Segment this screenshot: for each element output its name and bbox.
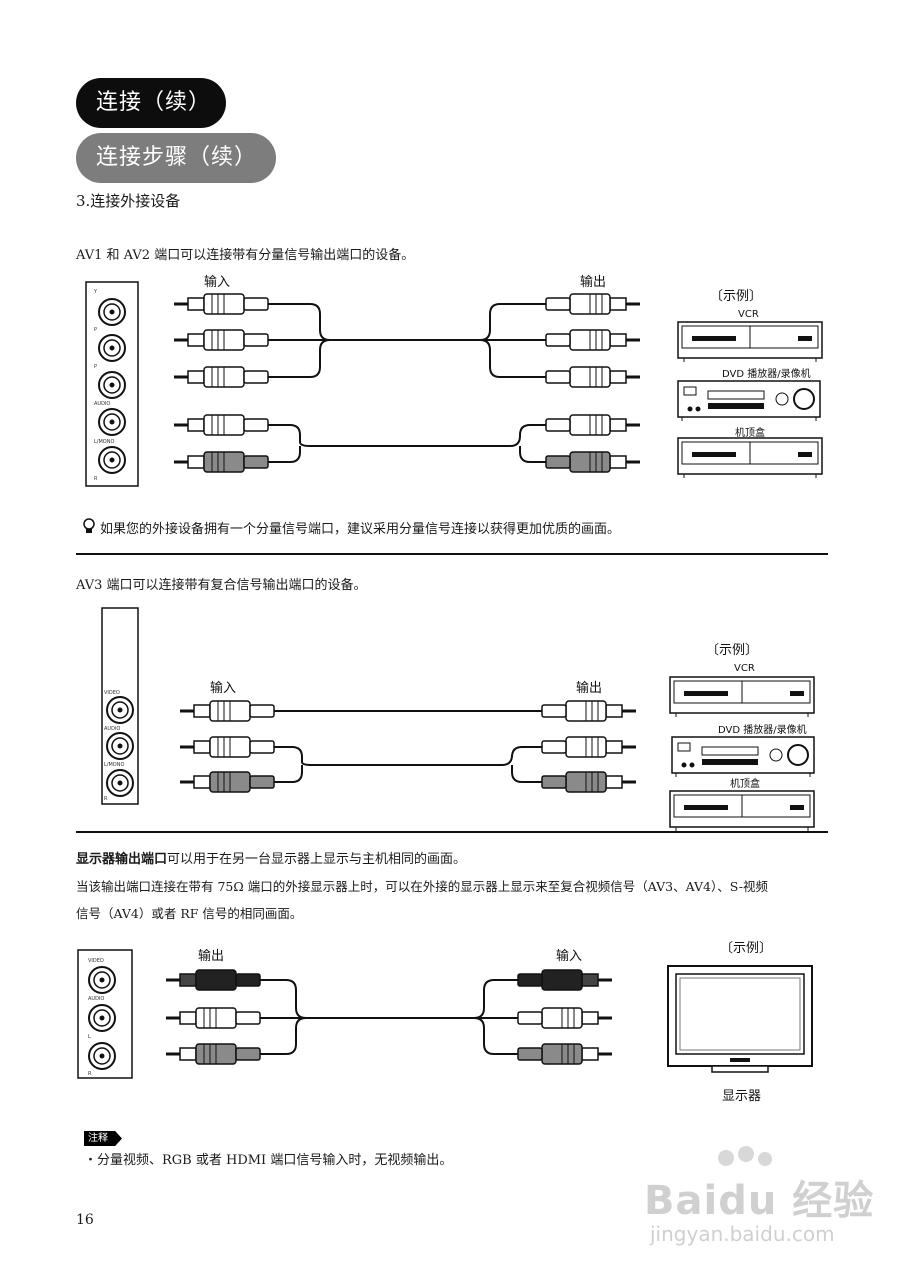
- monitor-para1-bold: 显示器输出端口: [76, 852, 168, 867]
- av12-intro: AV1 和 AV2 端口可以连接带有分量信号输出端口的设备。: [76, 248, 415, 263]
- monitor-cables: [164, 968, 614, 1066]
- paw-icon: [718, 1150, 734, 1166]
- av12-label-in: 输入: [204, 274, 230, 290]
- svg-text:L: L: [88, 1034, 91, 1040]
- av12-device-stb: 机顶盒: [735, 426, 765, 439]
- paw-icon: [758, 1152, 772, 1166]
- vcr-icon: [669, 676, 815, 718]
- monitor-para1-rest: 可以用于在另一台显示器上显示与主机相同的画面。: [167, 852, 467, 867]
- divider: [76, 553, 828, 555]
- dvd-player-icon: [677, 380, 821, 422]
- av12-panel: Y P P AUDIO L/MONO R: [85, 281, 139, 487]
- av3-device-vcr: VCR: [734, 663, 755, 674]
- av12-tip: 如果您的外接设备拥有一个分量信号端口，建议采用分量信号连接以获得更加优质的画面。: [100, 522, 621, 537]
- av3-intro: AV3 端口可以连接带有复合信号输出端口的设备。: [76, 578, 367, 593]
- divider: [76, 831, 828, 833]
- svg-text:VIDEO: VIDEO: [104, 690, 120, 696]
- av12-label-out: 输出: [580, 274, 606, 290]
- set-top-box-icon: [669, 790, 815, 832]
- av3-label-in: 输入: [210, 680, 236, 696]
- av3-cables: [178, 699, 638, 794]
- svg-text:L/MONO: L/MONO: [104, 762, 124, 768]
- av12-device-dvd: DVD 播放器/录像机: [722, 367, 811, 380]
- monitor-label-out: 输出: [198, 948, 224, 964]
- av3-example-label: 〔示例〕: [706, 643, 758, 658]
- monitor-para1: 显示器输出端口可以用于在另一台显示器上显示与主机相同的画面。: [76, 848, 466, 867]
- set-top-box-icon: [677, 437, 823, 479]
- av12-example-label: 〔示例〕: [710, 289, 762, 304]
- svg-text:R: R: [88, 1071, 92, 1077]
- baidu-watermark: Baidu 经验 jingyan.baidu.com: [640, 1146, 880, 1260]
- monitor-panel: VIDEO AUDIO L R: [77, 949, 133, 1079]
- paw-icon: [738, 1146, 754, 1162]
- monitor-para2-line1: 当该输出端口连接在带有 75Ω 端口的外接显示器上时，可以在外接的显示器上显示来…: [76, 879, 768, 894]
- step-heading: 3.连接外接设备: [76, 192, 181, 210]
- monitor-para2-line2: 信号（AV4）或者 RF 信号的相同画面。: [76, 906, 303, 921]
- subsection-title: 连接步骤（续）: [76, 133, 276, 183]
- monitor-label-in: 输入: [556, 948, 582, 964]
- watermark-url: jingyan.baidu.com: [650, 1222, 835, 1246]
- av3-panel: VIDEO AUDIO L/MONO R: [101, 607, 139, 805]
- dvd-player-icon: [671, 736, 815, 778]
- svg-text:Y: Y: [93, 289, 98, 295]
- page-number: 16: [76, 1212, 94, 1228]
- monitor-device-label: 显示器: [722, 1089, 761, 1104]
- svg-text:L/MONO: L/MONO: [94, 439, 114, 445]
- av12-device-vcr: VCR: [738, 309, 759, 320]
- lightbulb-icon: [83, 518, 95, 533]
- av3-device-stb: 机顶盒: [730, 777, 760, 790]
- av3-label-out: 输出: [576, 680, 602, 696]
- av3-device-dvd: DVD 播放器/录像机: [718, 723, 807, 736]
- svg-text:P: P: [94, 327, 97, 333]
- svg-text:AUDIO: AUDIO: [94, 401, 110, 407]
- watermark-brand: Baidu 经验: [644, 1178, 875, 1224]
- note-badge: 注释: [84, 1131, 122, 1146]
- svg-text:R: R: [94, 476, 98, 482]
- monitor-example-label: 〔示例〕: [720, 941, 772, 956]
- av12-cables: [172, 292, 642, 474]
- svg-text:P: P: [94, 364, 97, 370]
- vcr-icon: [677, 321, 823, 363]
- svg-text:AUDIO: AUDIO: [88, 996, 104, 1002]
- section-title: 连接（续）: [76, 78, 226, 128]
- svg-text:AUDIO: AUDIO: [104, 726, 120, 732]
- note-text: ・分量视频、RGB 或者 HDMI 端口信号输入时，无视频输出。: [84, 1153, 453, 1168]
- svg-text:VIDEO: VIDEO: [88, 958, 104, 964]
- monitor-icon: [667, 965, 813, 1073]
- svg-text:R: R: [104, 796, 108, 802]
